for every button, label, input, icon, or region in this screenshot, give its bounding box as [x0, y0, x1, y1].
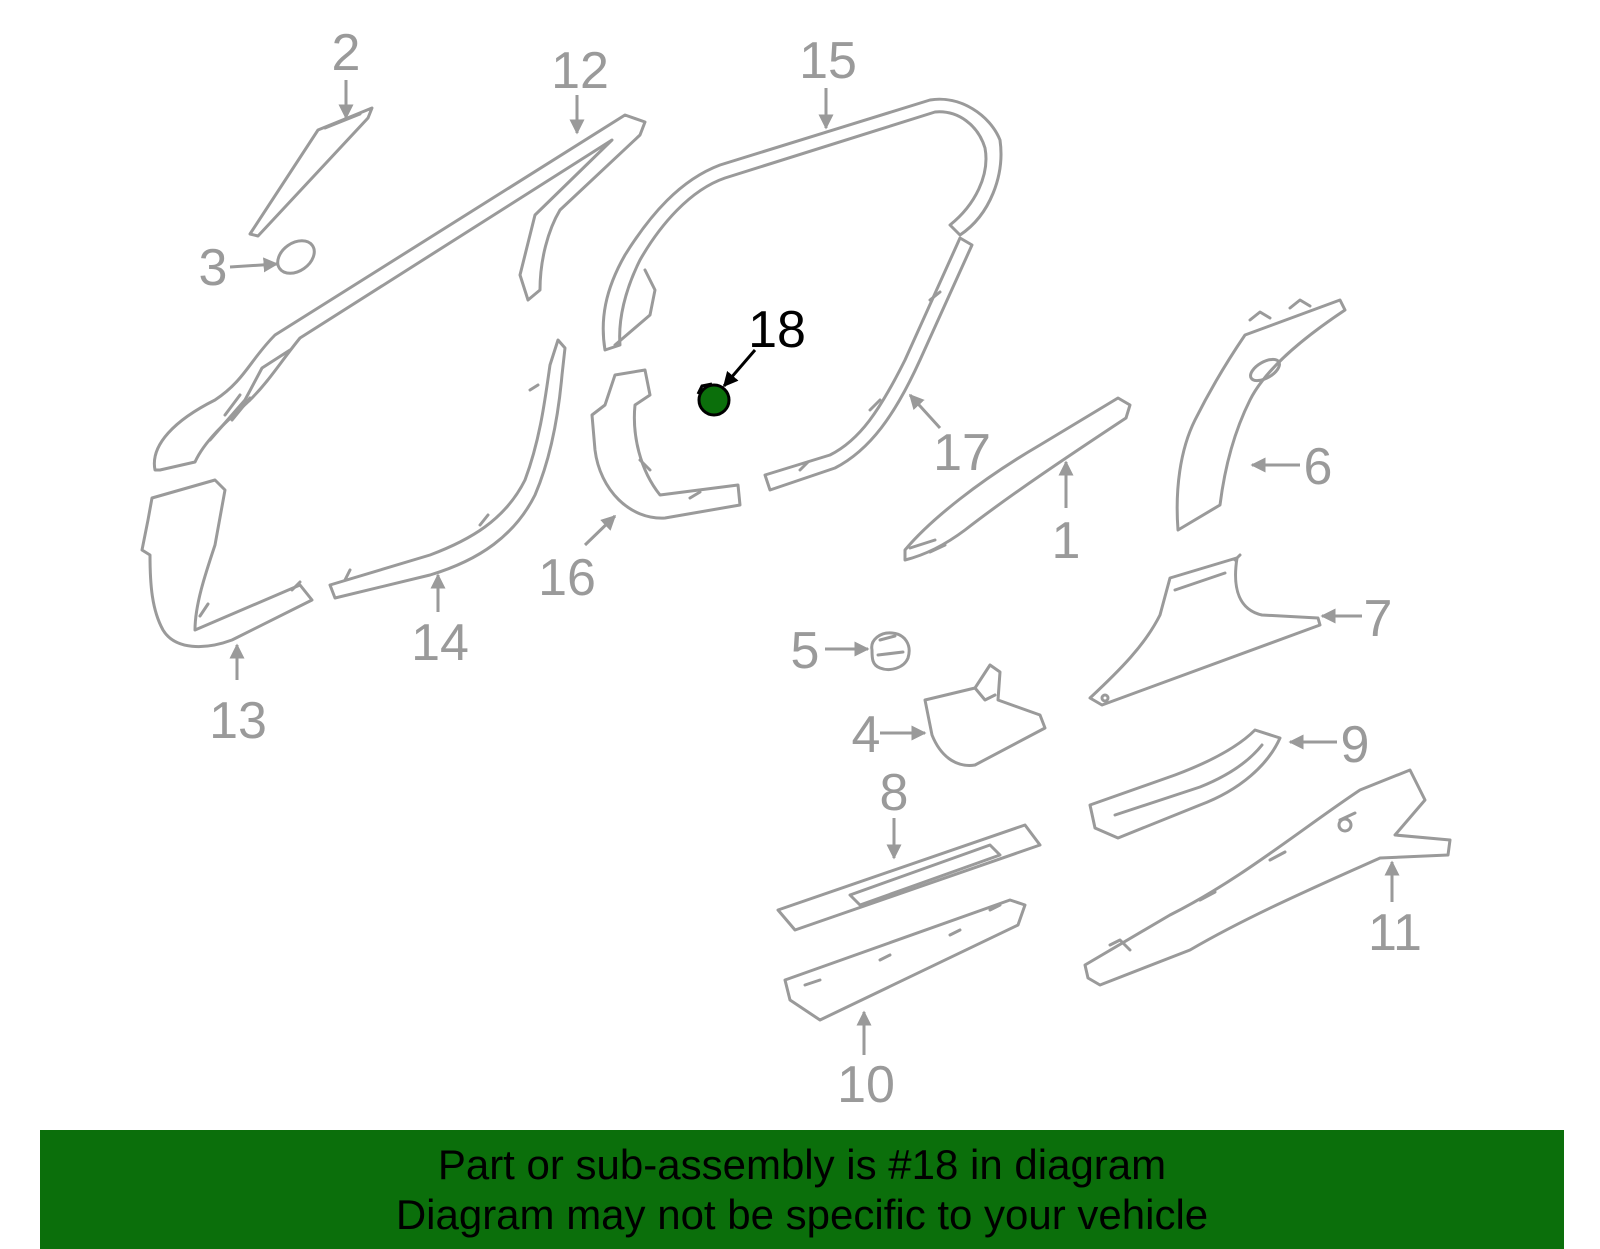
part-6-b-pillar-upper — [1175, 298, 1347, 532]
leader-18 — [722, 349, 757, 388]
leader-17 — [908, 393, 942, 430]
part-7-b-pillar-lower — [1088, 556, 1322, 707]
part-14-sill-trim — [328, 338, 567, 600]
callout-2: 2 — [332, 24, 361, 82]
part-3-grommet — [276, 239, 316, 275]
banner-line-disclaimer: Diagram may not be specific to your vehi… — [395, 1191, 1209, 1238]
callout-15: 15 — [799, 32, 857, 90]
part-10-sill-panel — [783, 898, 1027, 1022]
callout-6: 6 — [1304, 438, 1333, 496]
part-1-garnish — [903, 396, 1132, 562]
callout-10: 10 — [837, 1056, 895, 1114]
callout-7: 7 — [1364, 590, 1393, 648]
callout-16: 16 — [538, 549, 596, 607]
part-9-rear-scuff — [1088, 728, 1282, 840]
callout-9: 9 — [1341, 716, 1370, 774]
callout-1: 1 — [1052, 512, 1081, 570]
callout-3: 3 — [199, 239, 228, 297]
callout-11: 11 — [1368, 904, 1422, 962]
part-16-rear-pillar-trim — [590, 368, 742, 520]
callout-18[interactable]: 18 — [748, 301, 806, 359]
part-5-clip — [870, 631, 911, 672]
part-18-grommet[interactable] — [696, 382, 731, 417]
part-17-rear-sill-trim — [763, 236, 974, 492]
leader-3 — [229, 257, 279, 273]
info-banner: Part or sub-assembly is #18 in diagram D… — [40, 1130, 1564, 1249]
part-15-weatherstrip — [601, 97, 1003, 352]
callout-17: 17 — [933, 424, 991, 482]
callout-14: 14 — [411, 614, 469, 672]
banner-line-part: Part or sub-assembly is #18 in diagram — [437, 1141, 1167, 1188]
part-4-kick-panel — [923, 663, 1047, 767]
callout-5: 5 — [791, 622, 820, 680]
callout-13: 13 — [209, 692, 267, 750]
callout-8: 8 — [880, 764, 909, 822]
callout-4: 4 — [852, 706, 881, 764]
part-8-front-scuff — [776, 823, 1042, 932]
leader-16 — [583, 514, 617, 547]
part-12-upper-trim — [152, 113, 647, 472]
callout-12: 12 — [551, 42, 609, 100]
part-2-trim-strip — [248, 106, 374, 238]
part-11-rear-sill — [1083, 768, 1452, 987]
part-13-lower-pillar-trim — [140, 478, 314, 649]
